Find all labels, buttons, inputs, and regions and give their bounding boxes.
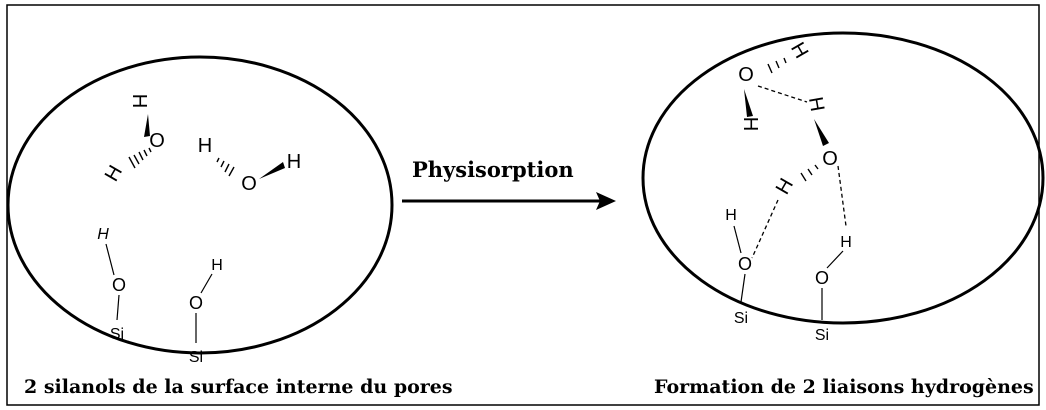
hash-bond <box>128 147 152 169</box>
atom-h: H <box>128 94 150 108</box>
atom-h: H <box>739 117 761 131</box>
atom-h: H <box>97 226 109 243</box>
atom-o: O <box>738 254 752 274</box>
hash-bond <box>216 157 235 177</box>
atom-h: H <box>101 162 127 186</box>
water-molecule-2: H O H <box>198 135 301 195</box>
atom-o: O <box>149 130 165 152</box>
atom-o: O <box>189 293 203 313</box>
bond <box>116 294 120 321</box>
atom-si: Si <box>734 310 748 327</box>
atom-h: H <box>772 175 798 199</box>
atom-h: H <box>840 234 852 251</box>
atom-h: H <box>198 135 212 157</box>
caption-left: 2 silanols de la surface interne du pore… <box>24 376 453 398</box>
atom-o: O <box>815 268 829 288</box>
silanol-3: H O Si <box>725 207 752 327</box>
atom-o: O <box>822 148 838 170</box>
atom-h: H <box>804 95 828 113</box>
silanol-4: H O Si <box>815 234 852 344</box>
atom-si: Si <box>815 327 829 344</box>
bond <box>740 273 746 303</box>
bond <box>200 273 213 294</box>
water-molecule-4: H O H <box>772 95 838 198</box>
hydrogen-bond-1 <box>757 85 808 103</box>
arrow-label: Physisorption <box>412 157 574 182</box>
pore-circle-right <box>641 31 1045 325</box>
atom-o: O <box>738 64 754 86</box>
atom-h: H <box>287 151 301 173</box>
atom-h: H <box>725 207 737 224</box>
water-molecule-1: H O H <box>101 94 165 185</box>
outer-frame <box>6 4 1040 406</box>
wedge-bond <box>144 114 150 137</box>
wedge-bond <box>744 89 753 117</box>
atom-o: O <box>241 173 257 195</box>
bond <box>733 225 742 254</box>
wedge-bond <box>259 162 285 179</box>
bond <box>105 243 115 276</box>
atom-si: Si <box>110 326 124 343</box>
wedge-bond <box>814 119 829 146</box>
hydrogen-bond-2 <box>837 165 847 227</box>
hash-bond <box>767 57 787 74</box>
hash-bond <box>800 164 819 182</box>
reaction-arrow <box>402 192 616 210</box>
caption-right: Formation de 2 liaisons hydrogènes <box>654 376 1034 398</box>
atom-o: O <box>112 275 126 295</box>
water-molecule-3: H O H <box>738 39 812 131</box>
atom-h: H <box>211 257 223 274</box>
atom-si: Si <box>189 349 203 366</box>
silanol-1: H O Si <box>97 226 126 343</box>
atom-h: H <box>786 39 812 63</box>
pore-circle-left <box>6 55 394 355</box>
silanol-2: H O Si <box>189 257 223 366</box>
hydrogen-bond-3 <box>751 199 779 259</box>
bond <box>826 250 844 269</box>
